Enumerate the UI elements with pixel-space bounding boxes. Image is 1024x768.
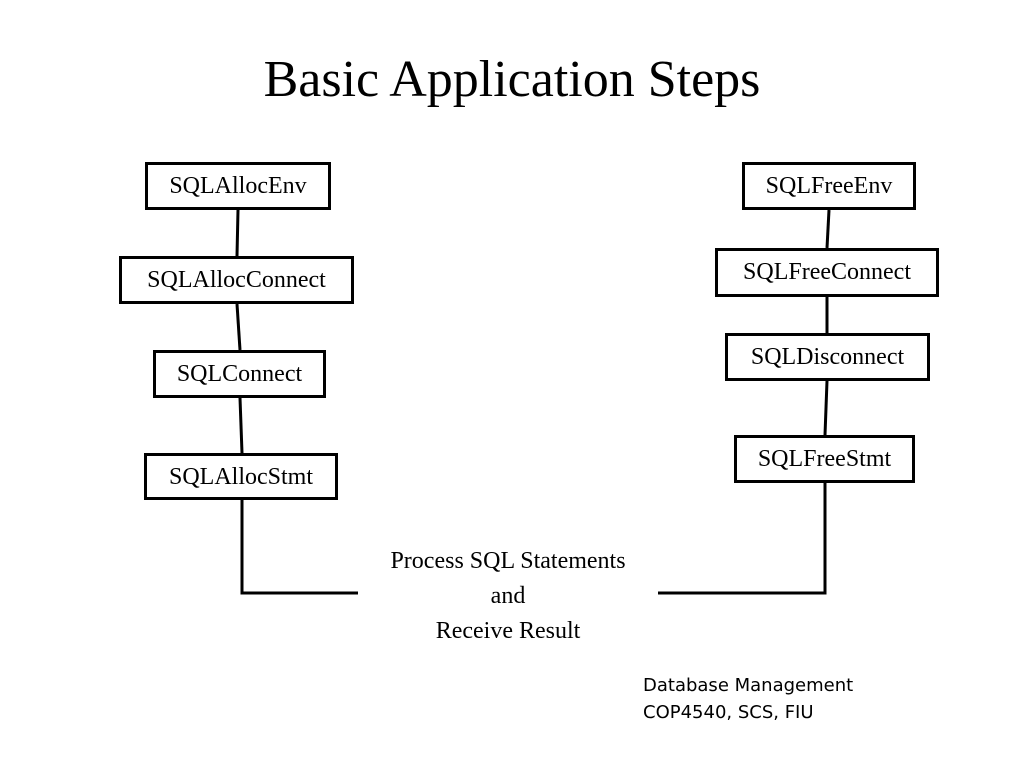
step-label: SQLFreeStmt [757, 446, 892, 472]
connector-line [235, 303, 242, 351]
process-label: Process SQL Statements and Receive Resul… [358, 544, 658, 649]
step-box-sqlallocconnect: SQLAllocConnect [119, 256, 354, 304]
connector-line [823, 380, 829, 436]
connector-line [235, 209, 240, 257]
process-label-line2: and [490, 583, 526, 609]
step-box-sqlfreeenv: SQLFreeEnv [742, 162, 916, 210]
step-box-sqlallocstmt: SQLAllocStmt [144, 453, 338, 500]
connector-line [825, 209, 831, 249]
step-label: SQLDisconnect [750, 344, 905, 370]
connector-line [238, 397, 244, 454]
step-label: SQLFreeConnect [743, 259, 911, 285]
step-box-sqlallocenv: SQLAllocEnv [145, 162, 331, 210]
slide-title: Basic Application Steps [263, 51, 761, 108]
step-box-sqlfreeconnect: SQLFreeConnect [715, 248, 939, 297]
step-box-sqlfreestmt: SQLFreeStmt [734, 435, 915, 483]
step-label: SQLAllocEnv [169, 173, 307, 199]
process-label-line3: Receive Result [435, 618, 581, 644]
footer-credit: Database Management COP4540, SCS, FIU [643, 672, 853, 726]
footer-course-info: COP4540, SCS, FIU [643, 702, 814, 723]
connector-line [658, 483, 827, 595]
process-label-line1: Process SQL Statements [390, 548, 626, 574]
step-label: SQLConnect [176, 361, 303, 387]
step-label: SQLAllocConnect [147, 267, 326, 293]
step-label: SQLAllocStmt [168, 464, 313, 490]
connector-line [240, 500, 358, 595]
step-box-sqlconnect: SQLConnect [153, 350, 326, 398]
step-box-sqldisconnect: SQLDisconnect [725, 333, 930, 381]
footer-course-name: Database Management [643, 675, 854, 696]
step-label: SQLFreeEnv [765, 173, 893, 199]
